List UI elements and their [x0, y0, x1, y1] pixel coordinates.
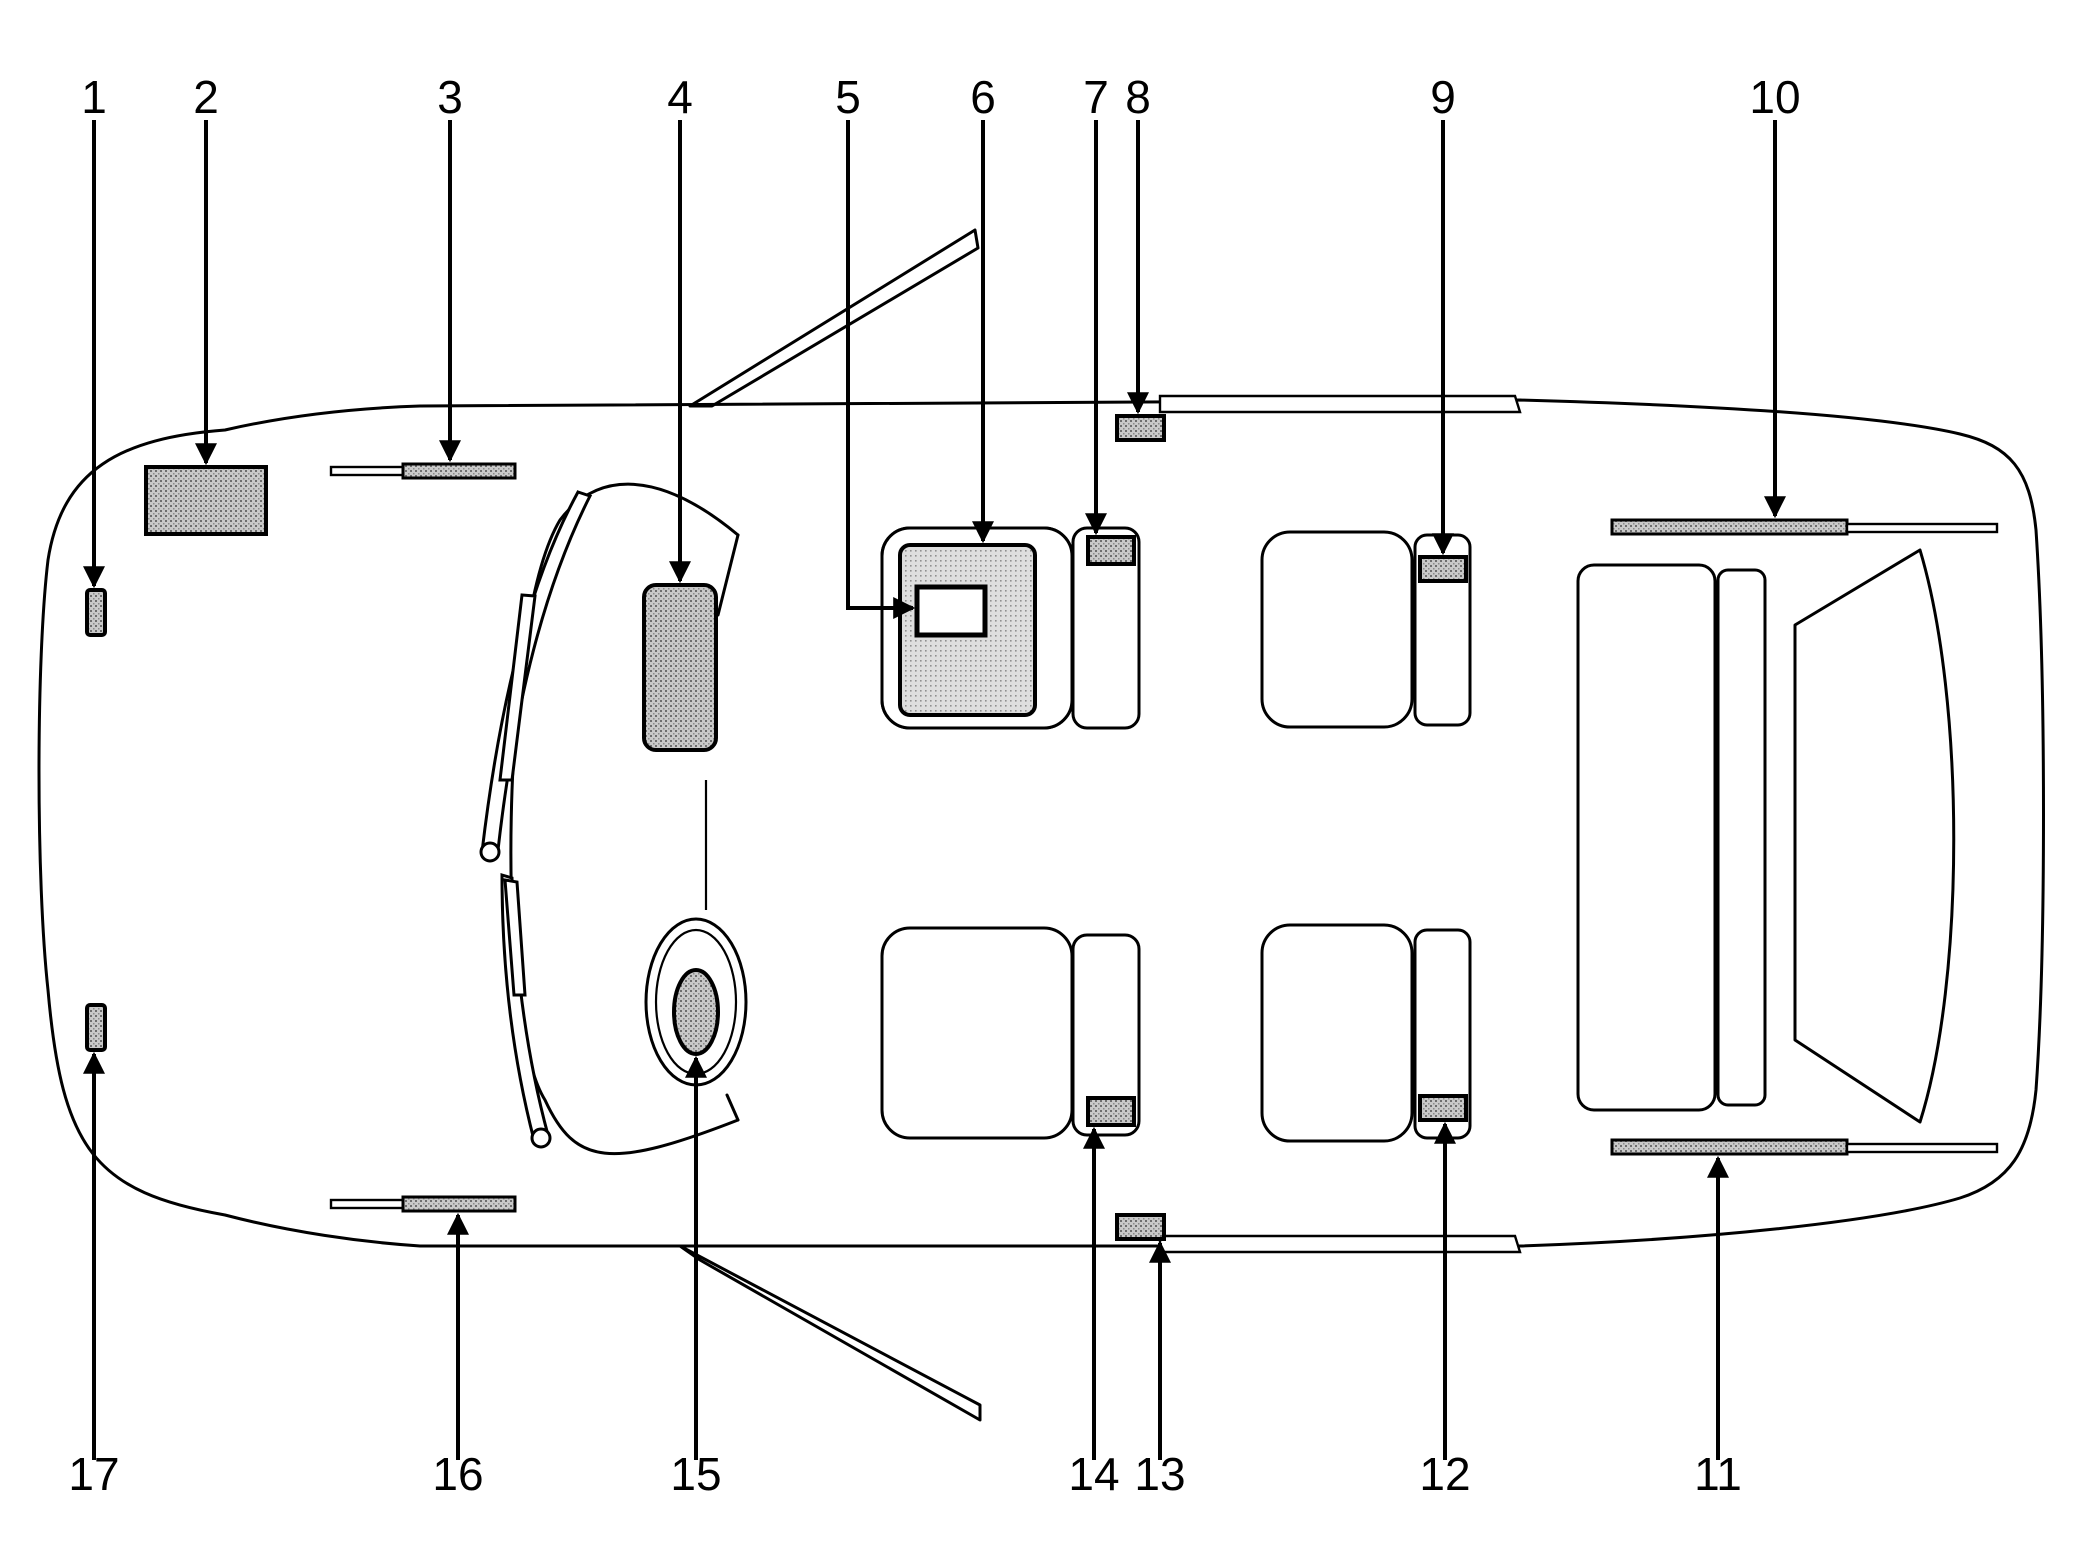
callout-3: 3 [437, 71, 463, 123]
body-outline [37, 398, 2045, 1248]
right-front-roof-rail-rod [329, 1198, 405, 1210]
inflatable-restraint-sensing-module [914, 584, 988, 638]
callout-14: 14 [1068, 1448, 1119, 1500]
upper-wiper-arm [480, 490, 593, 854]
callout-17: 17 [68, 1448, 119, 1500]
open-front-doors [678, 228, 982, 1422]
callout-labels: 1 2 3 4 5 6 7 8 9 10 11 12 13 14 15 16 1… [68, 71, 1800, 1500]
callout-4: 4 [667, 71, 693, 123]
front-right-door [678, 1244, 982, 1422]
dash-edge-top [716, 533, 740, 617]
callout-1: 1 [81, 71, 107, 123]
sliding-door-tracks [1158, 394, 1522, 1254]
passenger-seat-back [1071, 933, 1141, 1137]
right-front-side-impact-module [401, 1195, 517, 1213]
left-front-side-impact-module [401, 462, 517, 480]
callout-11: 11 [1694, 1448, 1742, 1500]
passenger-seat-side-sensor [1086, 1096, 1136, 1127]
callout-16: 16 [432, 1448, 483, 1500]
wiper-blades [479, 490, 593, 1149]
windshield-glass [509, 482, 740, 1156]
left-roof-rail-rod [1845, 522, 1999, 534]
vehicle-body [37, 398, 2045, 1248]
callout-6: 6 [970, 71, 996, 123]
third-row-bench-back [1716, 568, 1767, 1107]
left-roof-rail-airbag [1610, 518, 1849, 536]
right-roof-rail-airbag [1610, 1138, 1849, 1156]
callout-8: 8 [1125, 71, 1151, 123]
callout-15: 15 [670, 1448, 721, 1500]
right-front-impact-sensor [85, 1003, 107, 1052]
left-side-door-sensor [1115, 414, 1166, 442]
right-side-door-sensor [1115, 1213, 1166, 1241]
left-front-roof-rail-rod [329, 465, 405, 477]
front-left-door [688, 228, 980, 408]
second-row-right-seat-sensor [1418, 1094, 1468, 1122]
leader-5 [846, 120, 916, 619]
steering-wheel [644, 917, 748, 1087]
driver-seat-side-sensor [1086, 535, 1136, 566]
right-sliding-door-track [1158, 1234, 1522, 1254]
rear-window-outline [1793, 548, 1956, 1124]
components [85, 414, 1999, 1241]
upper-wiper-pivot [479, 841, 501, 863]
lower-wiper-pivot [530, 1127, 552, 1149]
passenger-seat-cushion [880, 926, 1074, 1140]
callout-9: 9 [1430, 71, 1456, 123]
second-row-left-seat-sensor [1418, 555, 1468, 583]
second-row-right-seat-cushion [1260, 923, 1414, 1143]
leader-lines [83, 120, 1786, 1460]
windshield-area [509, 482, 740, 1156]
second-row-left-seat-cushion [1260, 530, 1414, 729]
callout-5: 5 [835, 71, 861, 123]
callout-7: 7 [1083, 71, 1109, 123]
steering-wheel-airbag-module [672, 968, 720, 1056]
callout-2: 2 [193, 71, 219, 123]
callout-13: 13 [1134, 1448, 1185, 1500]
engine-compartment-module [144, 465, 268, 536]
left-sliding-door-track [1158, 394, 1522, 414]
rear-window [1793, 548, 1956, 1124]
callout-12: 12 [1419, 1448, 1470, 1500]
right-roof-rail-rod [1845, 1142, 1999, 1154]
third-row-bench-cushion [1576, 563, 1717, 1112]
instrument-panel-airbag [642, 583, 718, 752]
dash-edge-bottom [725, 1093, 740, 1122]
left-front-impact-sensor [85, 588, 107, 637]
upper-wiper-blade [498, 593, 537, 782]
callout-10: 10 [1749, 71, 1800, 123]
lower-wiper-blade [503, 878, 527, 997]
